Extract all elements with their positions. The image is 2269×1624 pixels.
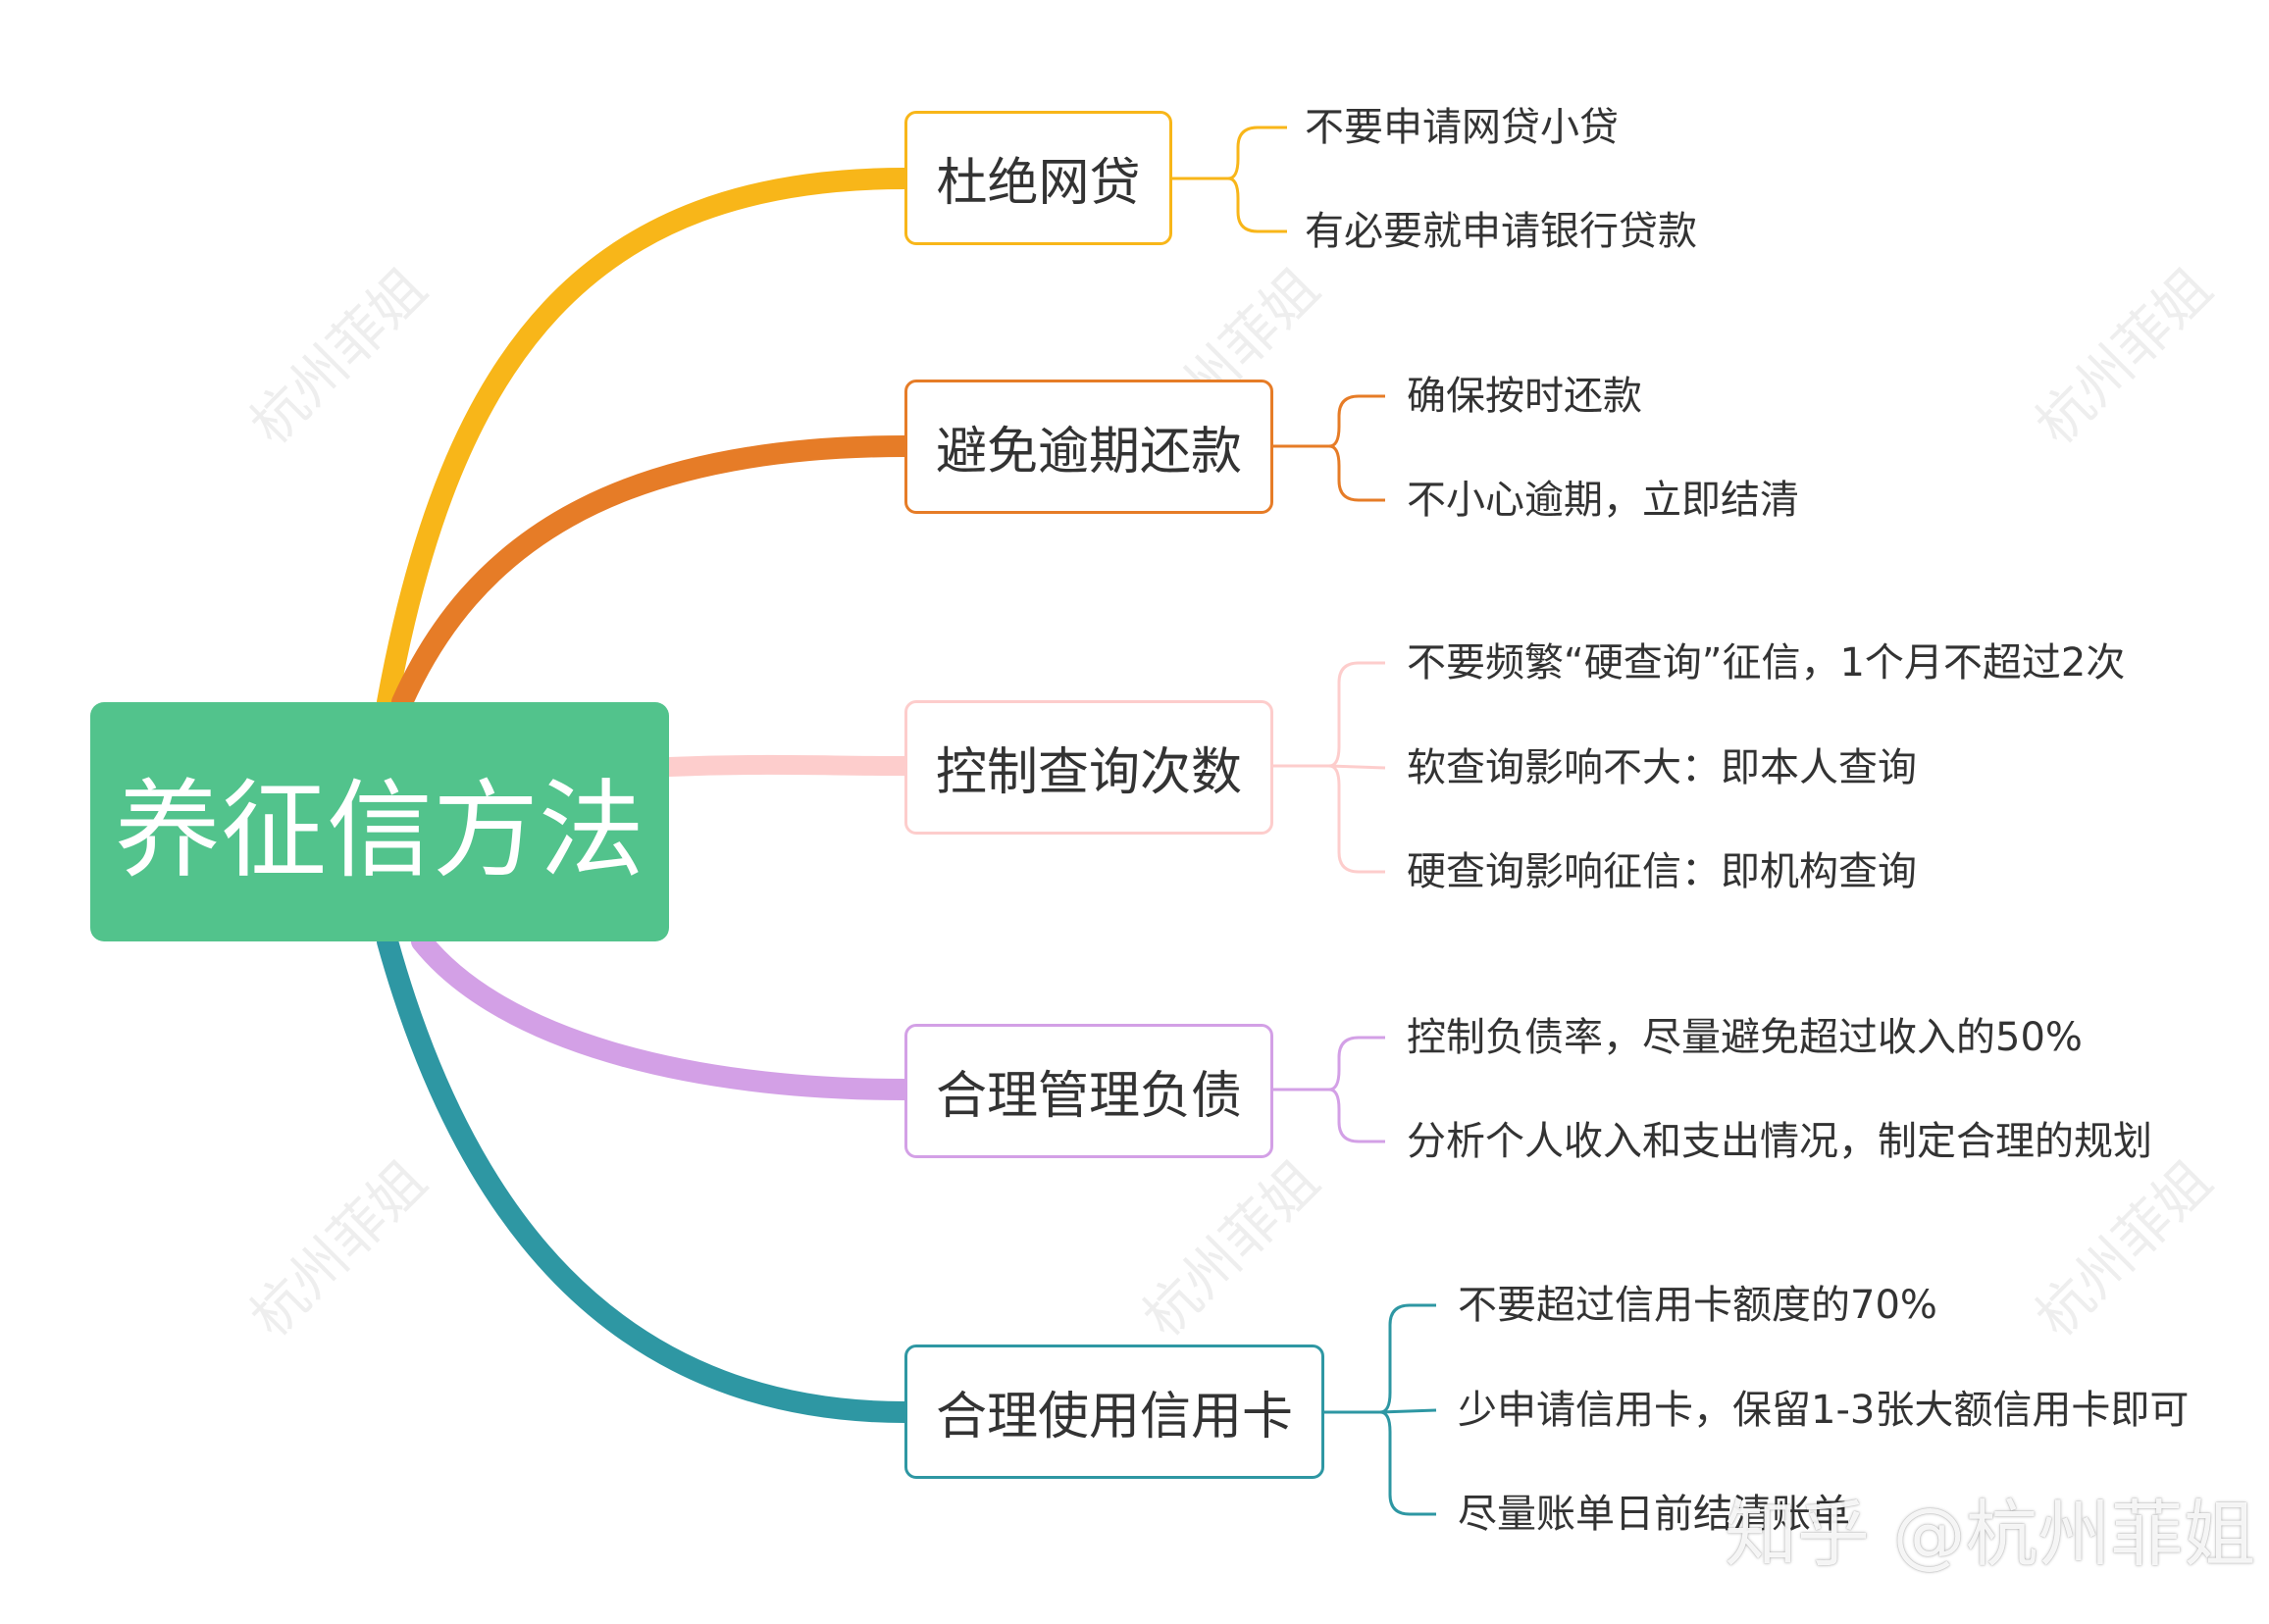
- leaf-connector: [1328, 444, 1385, 502]
- leaf-connector: [1328, 661, 1385, 768]
- leaf-connector: [1379, 1410, 1436, 1516]
- branch-node-manage-debt[interactable]: 合理管理负债: [904, 1024, 1273, 1158]
- branch-node-avoid-overdue[interactable]: 避免逾期还款: [904, 380, 1273, 514]
- leaf-item: 不要频繁“硬查询”征信，1个月不超过2次: [1407, 640, 2126, 685]
- branch-node-no-online-loans[interactable]: 杜绝网贷: [904, 111, 1172, 245]
- branch-node-limit-inquiries[interactable]: 控制查询次数: [904, 700, 1273, 835]
- trunk-connector: [411, 931, 915, 1100]
- leaf-connector: [1379, 1303, 1436, 1414]
- leaf-item: 软查询影响不大：即本人查询: [1407, 745, 1917, 790]
- leaf-connector: [1328, 1088, 1385, 1143]
- leaf-connector: [1328, 1036, 1385, 1091]
- leaf-item: 少申请信用卡，保留1-3张大额信用卡即可: [1458, 1388, 2190, 1433]
- leaf-connector: [1379, 1408, 1437, 1414]
- leaf-item: 有必要就申请银行贷款: [1305, 209, 1697, 254]
- leaf-connector: [1227, 126, 1287, 180]
- zhihu-brand-watermark: 知乎 @杭州菲姐: [1725, 1493, 2256, 1577]
- trunk-connector: [391, 435, 915, 713]
- leaf-item: 不要申请网贷小贷: [1305, 105, 1619, 150]
- root-node[interactable]: 养征信方法: [90, 702, 669, 941]
- leaf-item: 硬查询影响征信：即机构查询: [1407, 849, 1917, 894]
- leaf-item: 确保按时还款: [1407, 374, 1642, 419]
- leaf-connector: [1328, 764, 1385, 874]
- leaf-item: 尽量账单日前结清账单: [1458, 1492, 1850, 1537]
- trunk-connector: [377, 931, 915, 1423]
- leaf-item: 控制负债率，尽量避免超过收入的50%: [1407, 1015, 2083, 1060]
- leaf-connector: [1328, 394, 1385, 448]
- leaf-item: 分析个人收入和支出情况，制定合理的规划: [1407, 1119, 2152, 1164]
- leaf-connector: [1328, 764, 1386, 770]
- trunk-connector: [659, 754, 914, 777]
- trunk-connector: [377, 168, 915, 713]
- leaf-item: 不小心逾期，立即结清: [1407, 478, 1799, 523]
- leaf-item: 不要超过信用卡额度的70%: [1458, 1283, 1937, 1328]
- branch-node-credit-cards[interactable]: 合理使用信用卡: [904, 1345, 1324, 1479]
- leaf-connector: [1227, 177, 1287, 233]
